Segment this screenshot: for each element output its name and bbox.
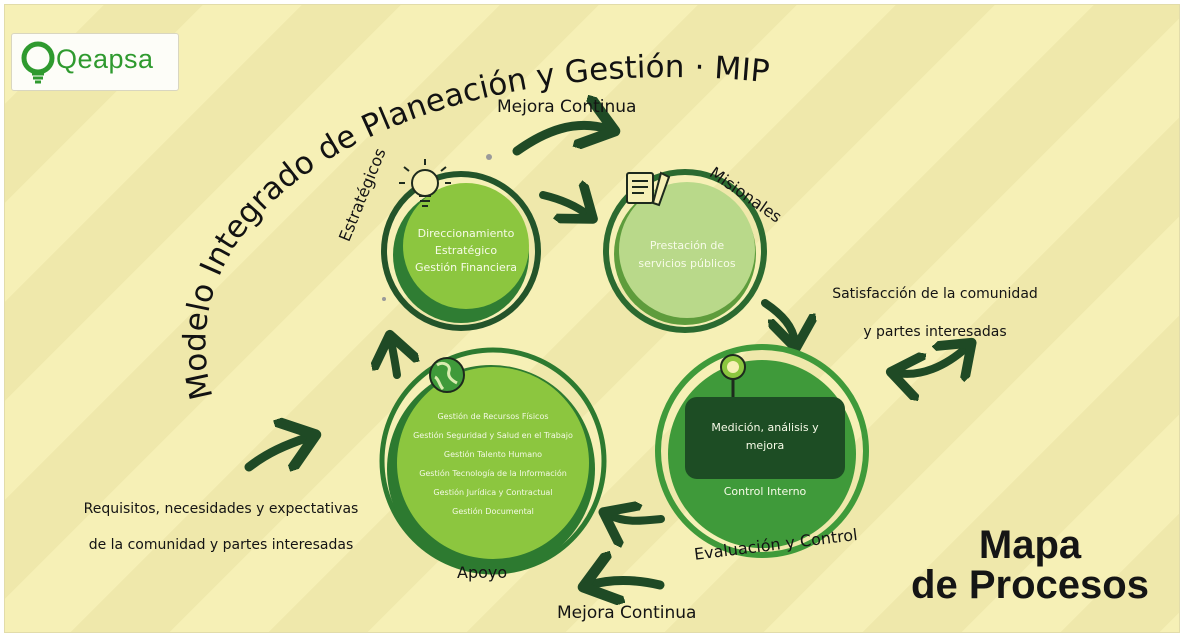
arrow-estrategicos-to-misionales <box>539 195 588 215</box>
satisfaccion-line: y partes interesadas <box>863 324 1007 340</box>
logo-name: Qeapsa <box>56 44 154 74</box>
misionales-line: Prestación de <box>649 239 725 252</box>
apoyo-item: Gestión Tecnología de la Información <box>419 469 567 478</box>
arrow-evaluacion-to-apoyo <box>609 515 665 521</box>
estrategicos-text: Direccionamiento Estratégico Gestión Fin… <box>402 225 530 276</box>
arrow-misionales-to-evaluacion <box>761 299 795 342</box>
evaluacion-circle <box>655 344 869 558</box>
mejora-continua-bottom-label: Mejora Continua <box>557 603 697 623</box>
arrow-apoyo-to-estrategicos <box>391 341 397 379</box>
evaluacion-text: Medición, análisis y mejora <box>695 419 835 455</box>
satisfaccion-line: Satisfacción de la comunidad <box>832 286 1038 302</box>
lightbulb-icon <box>399 159 451 207</box>
evaluacion-line: mejora <box>745 439 785 452</box>
diagram-graphics: Modelo Integrado de Planeación y Gestión… <box>5 5 1179 632</box>
mapa-line: de Procesos <box>911 563 1149 607</box>
dot-decoration <box>486 154 492 160</box>
estrategicos-line: Direccionamiento <box>417 227 515 240</box>
requisitos-line: Requisitos, necesidades y expectativas <box>83 501 359 517</box>
misionales-text: Prestación de servicios públicos <box>625 237 749 273</box>
arrow-requisitos-input <box>244 437 309 467</box>
arrow-mejora-top <box>512 125 608 156</box>
dot-decoration <box>382 297 386 301</box>
apoyo-item: Gestión Jurídica y Contractual <box>433 488 553 497</box>
estrategicos-line: Estratégico <box>434 244 498 257</box>
satisfaccion-text: Satisfacción de la comunidad y partes in… <box>815 275 1055 351</box>
apoyo-circle <box>379 347 607 575</box>
mejora-continua-top-label: Mejora Continua <box>497 97 637 117</box>
apoyo-process-list: Gestión de Recursos Físicos Gestión Segu… <box>398 407 588 521</box>
apoyo-label: Apoyo <box>457 563 508 582</box>
misionales-circle <box>603 169 767 333</box>
requisitos-text: Requisitos, necesidades y expectativas d… <box>65 491 377 563</box>
notepad-pencil-icon <box>626 171 671 207</box>
mapa-de-procesos-title: Mapa de Procesos <box>885 525 1175 605</box>
estrategicos-line: Gestión Financiera <box>415 261 517 274</box>
logo-bulb-icon <box>21 41 55 84</box>
estrategicos-circle <box>381 171 541 331</box>
mapa-line: Mapa <box>978 523 1082 567</box>
globe-icon <box>429 357 465 393</box>
apoyo-item: Gestión Talento Humano <box>443 450 543 459</box>
arrow-satisfaccion-bidirectional <box>897 347 967 374</box>
requisitos-line: de la comunidad y partes interesadas <box>88 537 354 553</box>
magnifier-icon <box>720 354 746 397</box>
apoyo-item: Gestión de Recursos Físicos <box>437 412 549 421</box>
evaluacion-line: Medición, análisis y <box>711 421 819 434</box>
apoyo-item: Gestión Seguridad y Salud en el Trabajo <box>413 431 573 440</box>
logo-box: Qeapsa <box>11 33 179 91</box>
misionales-line: servicios públicos <box>638 257 736 270</box>
apoyo-item: Gestión Documental <box>452 507 534 516</box>
arrow-mejora-bottom <box>590 581 665 586</box>
control-interno-text: Control Interno <box>723 485 807 498</box>
diagram-canvas: Qeapsa Modelo Integrado de Planeación y … <box>4 4 1180 633</box>
